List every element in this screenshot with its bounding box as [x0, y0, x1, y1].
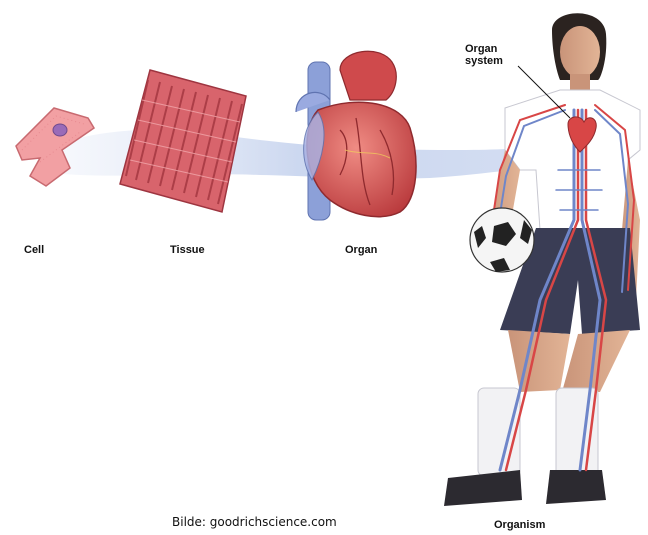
label-organ-system-line1: Organ — [465, 43, 497, 55]
label-organism: Organism — [494, 519, 545, 531]
tissue-illustration — [120, 70, 246, 212]
label-tissue: Tissue — [170, 244, 205, 256]
heart-illustration — [296, 51, 416, 220]
organism-figure — [444, 13, 640, 506]
label-cell: Cell — [24, 244, 44, 256]
image-credit: Bilde: goodrichscience.com — [172, 515, 337, 529]
label-organ: Organ — [345, 244, 377, 256]
soccer-ball-icon — [470, 208, 534, 272]
flow-band — [40, 130, 560, 179]
label-organ-system-line2: system — [465, 55, 503, 67]
